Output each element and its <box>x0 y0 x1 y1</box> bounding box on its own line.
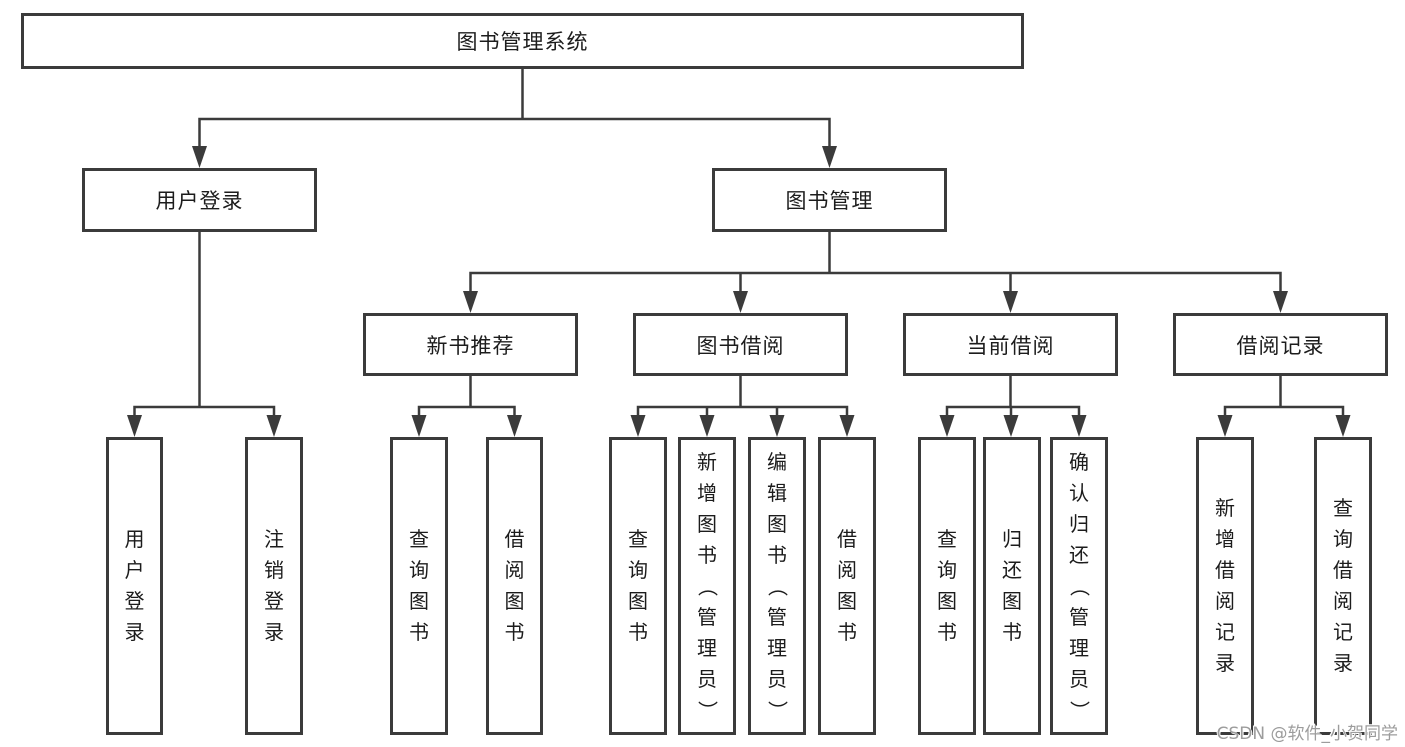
leaf-add-borrow-record: 新增借阅记录 <box>1196 437 1254 735</box>
node-book-management-label: 图书管理 <box>785 189 874 213</box>
leaf-borrow-books-label: 借阅图书 <box>837 527 857 644</box>
node-borrow-records-label: 借阅记录 <box>1236 333 1325 358</box>
leaf-confirm-return-admin-label: 确认归还（管理员） <box>1067 449 1092 721</box>
leaf-user-login-label: 用户登录 <box>124 527 145 644</box>
leaf-query-books-borrow-label: 查询图书 <box>628 527 648 644</box>
node-book-management: 图书管理 <box>712 168 947 232</box>
node-current-borrow: 当前借阅 <box>903 313 1118 376</box>
node-current-borrow-label: 当前借阅 <box>966 333 1055 358</box>
leaf-query-borrow-record-label: 查询借阅记录 <box>1333 496 1353 675</box>
node-borrow-records: 借阅记录 <box>1173 313 1388 376</box>
leaf-borrow-books: 借阅图书 <box>818 437 876 735</box>
leaf-query-borrow-record: 查询借阅记录 <box>1314 437 1372 735</box>
leaf-add-book-admin: 新增图书（管理员） <box>678 437 736 735</box>
node-book-borrow-label: 图书借阅 <box>696 333 785 358</box>
leaf-query-books-borrow: 查询图书 <box>609 437 667 735</box>
node-user-login-label: 用户登录 <box>155 189 244 213</box>
leaf-return-book: 归还图书 <box>983 437 1041 735</box>
leaf-add-book-admin-label: 新增图书（管理员） <box>695 449 720 721</box>
node-root: 图书管理系统 <box>21 13 1024 69</box>
node-root-label: 图书管理系统 <box>456 30 589 54</box>
leaf-query-books-current: 查询图书 <box>918 437 976 735</box>
watermark: CSDN @软件_小贺同学 <box>1216 724 1398 744</box>
leaf-borrow-books-recommend: 借阅图书 <box>486 437 543 735</box>
leaf-edit-book-admin: 编辑图书（管理员） <box>748 437 806 735</box>
leaf-user-login: 用户登录 <box>106 437 163 735</box>
leaf-edit-book-admin-label: 编辑图书（管理员） <box>765 449 790 721</box>
leaf-return-book-label: 归还图书 <box>1002 527 1022 644</box>
leaf-borrow-books-recommend-label: 借阅图书 <box>504 527 525 644</box>
leaf-query-books-current-label: 查询图书 <box>937 527 957 644</box>
leaf-logout-login: 注销登录 <box>245 437 303 735</box>
leaf-logout-login-label: 注销登录 <box>264 527 284 644</box>
node-new-book-recommend-label: 新书推荐 <box>426 333 515 358</box>
leaf-add-borrow-record-label: 新增借阅记录 <box>1215 496 1235 675</box>
node-new-book-recommend: 新书推荐 <box>363 313 578 376</box>
node-user-login: 用户登录 <box>82 168 317 232</box>
arrowheads <box>127 146 1351 437</box>
leaf-query-books-recommend-label: 查询图书 <box>409 527 429 644</box>
node-book-borrow: 图书借阅 <box>633 313 848 376</box>
leaf-query-books-recommend: 查询图书 <box>390 437 448 735</box>
leaf-confirm-return-admin: 确认归还（管理员） <box>1050 437 1108 735</box>
